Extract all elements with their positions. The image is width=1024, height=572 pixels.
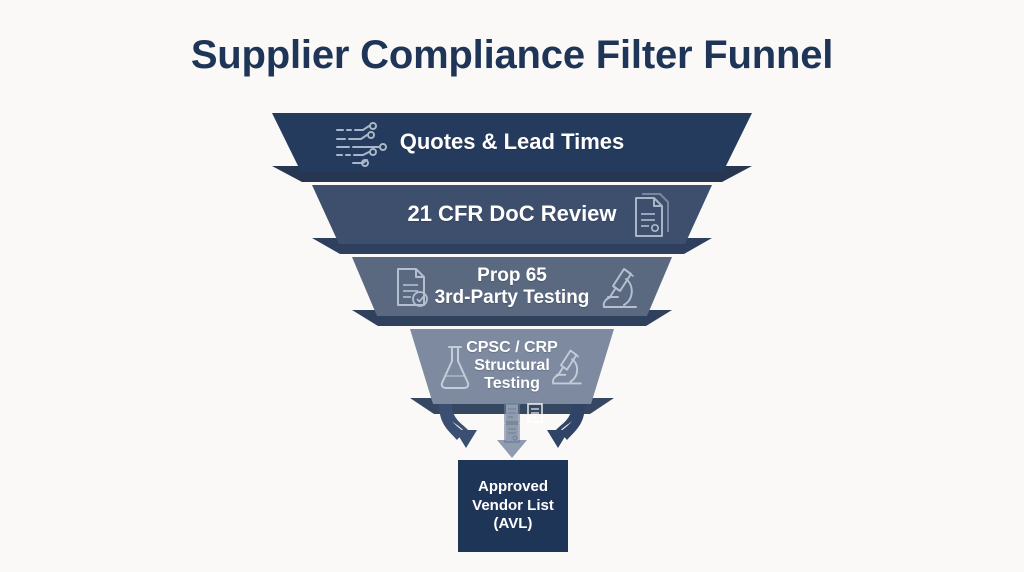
document-icon (504, 403, 520, 423)
documents-icon (635, 193, 669, 237)
stage-3-label: Prop 65 3rd-Party Testing (434, 265, 590, 308)
document-check-icon (397, 268, 428, 307)
flask-icon (440, 346, 470, 389)
funnel-stage-3[interactable]: Prop 65 3rd-Party Testing (352, 257, 672, 316)
microscope-icon (602, 268, 637, 308)
arrow-down-left-body (439, 404, 464, 440)
page-title: Supplier Compliance Filter Funnel (190, 33, 834, 77)
stage-1-label: Quotes & Lead Times (399, 129, 625, 155)
stage-2-shape (312, 185, 712, 244)
document-icon (504, 423, 520, 443)
arrow-down-left-icon (444, 404, 477, 448)
stage-3-shape (352, 257, 672, 316)
arrow-down-right-icon (547, 404, 580, 448)
arrow-down-center-icon (497, 404, 527, 458)
funnel-stage-4[interactable]: CPSC / CRP Structural Testing (410, 331, 614, 401)
approved-vendor-list-box[interactable]: Approved Vendor List (AVL) (458, 460, 568, 552)
document-icon (527, 403, 543, 423)
stage-2-label: 21 CFR DoC Review (407, 201, 617, 227)
funnel-stage-2[interactable]: 21 CFR DoC Review (312, 185, 712, 244)
arrow-down-right-body (560, 404, 585, 440)
funnel-stage-1[interactable]: Quotes & Lead Times (272, 113, 752, 172)
circuit-board-icon (336, 122, 387, 167)
approved-vendor-list-label: Approved Vendor List (AVL) (472, 477, 554, 533)
microscope-icon (552, 349, 582, 385)
stage-1-shape (272, 113, 752, 172)
stage-4-label: CPSC / CRP Structural Testing (466, 339, 558, 392)
